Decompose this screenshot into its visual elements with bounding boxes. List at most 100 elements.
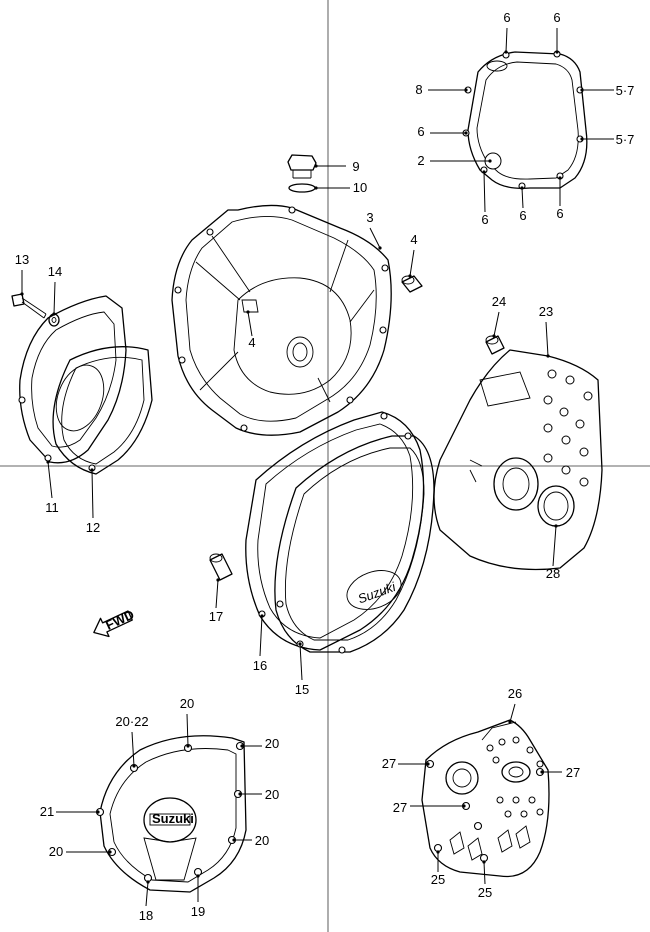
callout-leader [545, 321, 549, 357]
callout-label: 19 [191, 904, 205, 919]
fwd-arrow-icon: FWD [93, 607, 136, 638]
callout-label: 18 [139, 908, 153, 923]
callout-label: 6 [503, 10, 510, 25]
part-small-cover [18, 295, 127, 464]
part-dowel-pin-17 [209, 553, 233, 581]
callout-leader [483, 861, 486, 885]
callout-label: 6 [481, 212, 488, 227]
callout-label: 20 [265, 787, 279, 802]
callout-anchor [482, 860, 486, 864]
callout-label: 17 [209, 609, 223, 624]
callout-anchor [408, 274, 412, 278]
callout-anchor [558, 176, 562, 180]
callout-leader [91, 469, 94, 519]
part-washer [48, 313, 60, 327]
callout-label: 27 [393, 800, 407, 815]
callout-leader [409, 249, 415, 277]
part-dowel-pin-24 [485, 335, 505, 355]
part-plug-cap [537, 485, 575, 527]
callout-anchor [232, 838, 236, 842]
callout-anchor [298, 642, 302, 646]
part-small-cover-gasket [52, 346, 153, 475]
callout-anchor [314, 164, 318, 168]
part-starter-cover: Suzuki [95, 735, 247, 893]
callout-label: 20 [255, 833, 269, 848]
callout-anchor [436, 850, 440, 854]
callout-label: 6 [553, 10, 560, 25]
callout-anchor [46, 460, 50, 464]
callout-anchor [492, 334, 496, 338]
callout-anchor [240, 744, 244, 748]
callout-label: 8 [415, 82, 422, 97]
callout-anchor [555, 50, 559, 54]
callout-label: 5·7 [616, 83, 635, 98]
callout-label: 27 [382, 756, 396, 771]
callout-leader [186, 713, 189, 747]
callout-label: 3 [366, 210, 373, 225]
callout-leader [53, 281, 56, 315]
callout-label: 6 [519, 208, 526, 223]
callout-label: 6 [556, 206, 563, 221]
callout-leader [552, 525, 557, 567]
callout-label: 24 [492, 294, 506, 309]
callout-label: 27 [566, 765, 580, 780]
callout-leader [247, 311, 253, 337]
callout-label: 13 [15, 252, 29, 267]
callout-anchor [580, 137, 584, 141]
callout-anchor [426, 762, 430, 766]
part-clutch-cover [171, 204, 392, 436]
callout-anchor [186, 744, 190, 748]
callout-anchor [508, 720, 512, 724]
callout-label: 25 [431, 872, 445, 887]
part-o-ring [288, 183, 316, 193]
part-drive-cover [421, 719, 550, 878]
part-housing [433, 349, 603, 571]
callout-anchor [90, 468, 94, 472]
callout-anchor [108, 850, 112, 854]
callout-anchor [464, 88, 468, 92]
callout-leader [369, 227, 381, 249]
callout-anchor [146, 880, 150, 884]
callout-label: 16 [253, 658, 267, 673]
callout-leader [493, 311, 500, 337]
callout-anchor [554, 524, 558, 528]
callout-leader [145, 881, 149, 907]
callout-label: 20·22 [115, 714, 148, 729]
callout-anchor [488, 159, 492, 163]
callout-label: 12 [86, 520, 100, 535]
callout-label: 11 [45, 500, 59, 515]
callout-anchor [20, 292, 24, 296]
callout-label: 14 [48, 264, 62, 279]
callout-anchor [482, 170, 486, 174]
part-cover-gasket [245, 411, 425, 651]
callout-anchor [246, 310, 250, 314]
callout-leader [259, 615, 263, 657]
callout-anchor [132, 764, 136, 768]
brand-text-cover: Suzuki [356, 579, 399, 607]
callout-label: 20 [265, 736, 279, 751]
callout-leader [505, 27, 508, 53]
callout-anchor [314, 186, 318, 190]
callout-leader [483, 171, 486, 213]
callout-label: 21 [40, 804, 54, 819]
callout-leaders [20, 27, 614, 907]
callout-anchor [216, 578, 220, 582]
callout-leader [299, 643, 303, 681]
callout-label: 2 [417, 153, 424, 168]
part-bolt [11, 293, 47, 319]
callout-leader [215, 579, 219, 609]
callout-label: 26 [508, 686, 522, 701]
callout-label: 25 [478, 885, 492, 900]
part-oil-filler-plug [287, 154, 317, 179]
callout-anchor [260, 614, 264, 618]
callout-label: 10 [353, 180, 367, 195]
callout-anchor [52, 312, 56, 316]
callout-leader [521, 187, 524, 209]
callout-leader [47, 461, 53, 499]
callout-label: 15 [295, 682, 309, 697]
fwd-label: FWD [103, 607, 136, 633]
callout-anchor [540, 770, 544, 774]
callout-leader [131, 731, 135, 767]
callout-anchor [196, 874, 200, 878]
